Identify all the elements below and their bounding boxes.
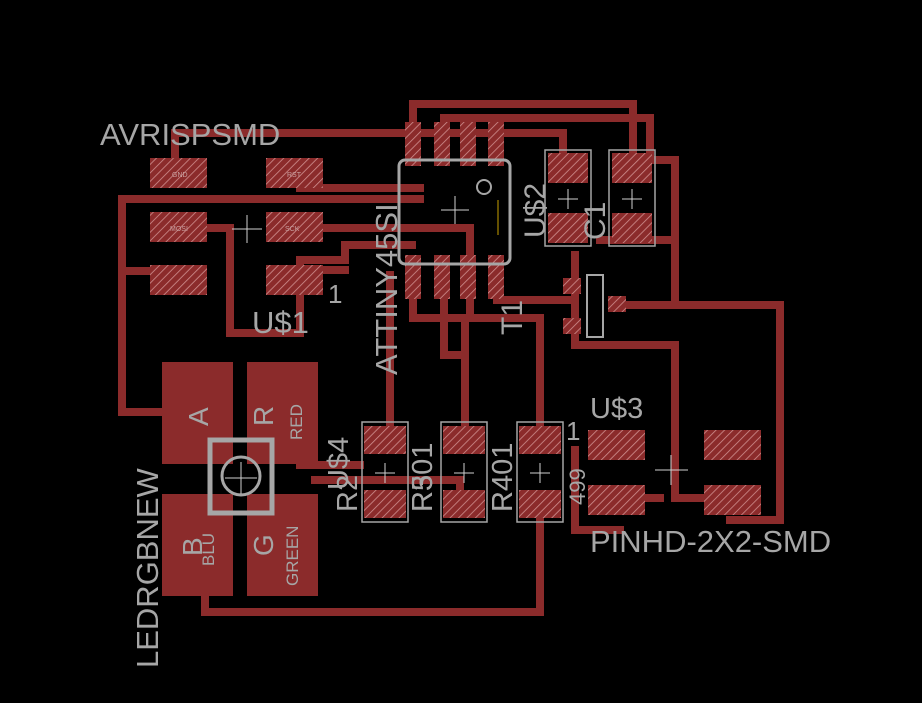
- attiny-chip: [397, 122, 512, 299]
- copper-traces: [118, 100, 784, 616]
- resistors: [361, 421, 564, 523]
- trace: [118, 195, 424, 416]
- label-r2: R2: [332, 475, 364, 512]
- label-avrispsmd: AVRISPSMD: [100, 117, 280, 152]
- led-rgb: [162, 362, 318, 596]
- pad-sck: [266, 212, 323, 242]
- label-pin1: 1: [328, 279, 342, 309]
- label-led-g: G: [248, 534, 279, 556]
- label-c1: C1: [579, 202, 612, 240]
- trace: [201, 516, 544, 616]
- trace: [571, 446, 624, 534]
- trace: [409, 100, 637, 164]
- pad-mosi: [150, 212, 207, 242]
- silkscreen-labels: AVRISPSMD U$1 ATTINY45SI U$2 C1 1 T1 U$3…: [100, 117, 831, 668]
- label-pin1-b: 1: [566, 416, 580, 446]
- trace: [196, 224, 416, 337]
- pinhd-header: [588, 430, 761, 515]
- trace: [171, 129, 567, 164]
- trace: [440, 114, 679, 304]
- label-attiny: ATTINY45SI: [369, 203, 404, 375]
- label-u2: U$2: [519, 183, 552, 238]
- trace: [409, 286, 469, 432]
- transistor-t1: [563, 274, 626, 338]
- trace: [311, 476, 464, 494]
- pad-label: SCK: [285, 226, 300, 233]
- label-u1: U$1: [252, 305, 309, 340]
- label-t1: T1: [496, 300, 529, 335]
- label-u3: U$3: [590, 393, 643, 425]
- pad-label: MOSI: [170, 226, 188, 233]
- label-pinhd: PINHD-2X2-SMD: [590, 524, 831, 559]
- pad-label: GND: [172, 172, 188, 179]
- label-led-r: R: [248, 406, 279, 426]
- pad-vcc: [150, 265, 207, 295]
- label-red: RED: [287, 404, 306, 440]
- label-green: GREEN: [283, 526, 302, 586]
- trace: [571, 251, 734, 502]
- label-led-a: A: [183, 407, 214, 426]
- capacitor-c1: [544, 149, 656, 247]
- trace: [321, 224, 474, 264]
- label-r4: R4: [487, 475, 519, 512]
- pad-miso: [266, 265, 323, 295]
- label-499: 499: [565, 468, 590, 505]
- pad-rst: [266, 158, 323, 188]
- label-led-b: B: [177, 537, 208, 556]
- label-blu: BLU: [199, 533, 218, 566]
- pad-gnd: [150, 158, 207, 188]
- avrisp-header: GND RST MOSI SCK: [150, 158, 323, 295]
- label-ledrgbnew: LEDRGBNEW: [130, 467, 165, 668]
- trace: [440, 286, 469, 359]
- trace: [616, 301, 784, 524]
- trace: [466, 286, 544, 432]
- label-r3: R3: [407, 475, 439, 512]
- pad-label: RST: [287, 172, 302, 179]
- label-u4: U$4: [323, 437, 355, 490]
- label-r401: R401: [487, 443, 519, 512]
- label-r501: R501: [407, 443, 439, 512]
